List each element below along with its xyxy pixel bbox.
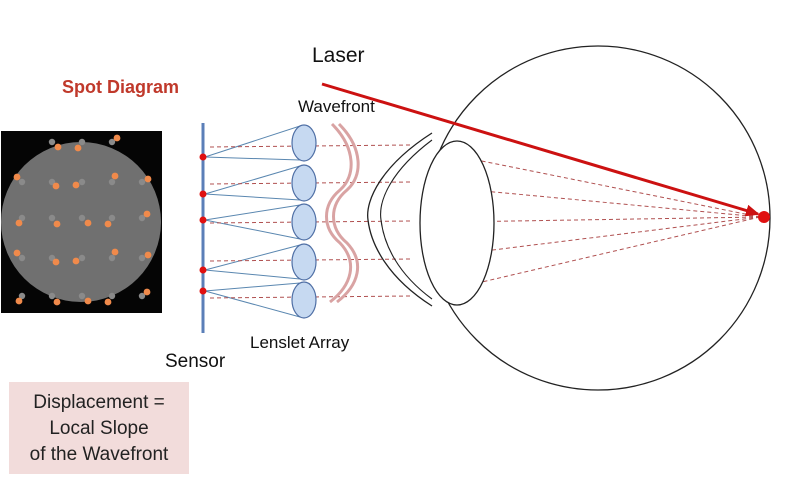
laser-label: Laser: [312, 44, 365, 67]
reference-spot: [138, 178, 146, 186]
lenslet-rays: [204, 125, 301, 318]
displaced-spot: [53, 298, 61, 306]
reference-spot: [108, 178, 116, 186]
cornea: [367, 132, 433, 307]
dashed-ray: [452, 216, 761, 289]
displaced-spot: [104, 298, 112, 306]
lenslet-ray: [204, 156, 301, 161]
lenslet-array: [291, 124, 317, 319]
reference-spot: [78, 254, 86, 262]
retina-spot: [758, 211, 770, 223]
wavefront-label: Wavefront: [298, 97, 375, 116]
sensor-label: Sensor: [165, 351, 226, 372]
sensor-spot: [199, 216, 207, 224]
displaced-spot: [74, 144, 82, 152]
sensor-spot: [199, 266, 207, 274]
lenslet-ray: [204, 244, 301, 271]
spot-points: [13, 134, 152, 306]
displaced-spot: [52, 182, 60, 190]
reference-spot: [48, 214, 56, 222]
displaced-spot: [111, 172, 119, 180]
lenslet-ray: [204, 165, 301, 195]
sensor-spot: [199, 190, 207, 198]
reference-spot: [78, 292, 86, 300]
lenslet: [291, 164, 317, 202]
displaced-spot: [53, 220, 61, 228]
displaced-spot: [54, 143, 62, 151]
lenslet: [291, 203, 317, 241]
displaced-spot: [72, 181, 80, 189]
reference-spot: [18, 214, 26, 222]
displaced-spot: [144, 175, 152, 183]
displaced-spot: [84, 219, 92, 227]
displaced-spot: [143, 210, 151, 218]
reference-spot: [108, 254, 116, 262]
displaced-spot: [13, 249, 21, 257]
note-line-2: Local Slope: [49, 418, 149, 439]
lenslet-ray: [204, 193, 301, 201]
note-line-3: of the Wavefront: [29, 444, 169, 465]
reference-spot: [138, 214, 146, 222]
reference-spot: [138, 254, 146, 262]
spot-diagram-title: Spot Diagram: [62, 77, 180, 97]
displaced-spot: [13, 173, 21, 181]
displaced-spot: [15, 297, 23, 305]
lenslet-ray: [204, 282, 301, 292]
dashed-ray: [452, 216, 761, 255]
lenslet-ray: [204, 125, 301, 158]
reference-spot: [18, 254, 26, 262]
lenslet: [291, 281, 317, 319]
reference-spot: [48, 292, 56, 300]
cornea-inner: [380, 139, 433, 300]
reference-spot: [108, 214, 116, 222]
reference-spot: [108, 138, 116, 146]
lenslet: [291, 124, 317, 162]
displaced-spot: [111, 248, 119, 256]
note-line-1: Displacement =: [33, 392, 165, 413]
reference-spot: [18, 178, 26, 186]
dashed-ray: [452, 188, 761, 218]
displaced-spot: [143, 288, 151, 296]
displaced-spot: [72, 257, 80, 265]
reference-spot: [48, 138, 56, 146]
reference-spot: [18, 292, 26, 300]
reference-spot: [78, 178, 86, 186]
lenslet-ray: [204, 269, 301, 280]
lenslet-ray: [204, 204, 301, 221]
crystalline-lens: [419, 140, 495, 306]
pupil-disc: [1, 142, 161, 302]
sensor-focal-spots: [199, 153, 207, 295]
reference-spot: [108, 292, 116, 300]
displaced-spot: [15, 219, 23, 227]
sensor-spot: [199, 287, 207, 295]
lenslet-array-label: Lenslet Array: [250, 333, 350, 352]
laser-beam: [321, 82, 760, 217]
reference-spot: [138, 292, 146, 300]
reference-spot: [78, 214, 86, 222]
displaced-spot: [104, 220, 112, 228]
wavefront-curve: [325, 122, 360, 304]
reference-spot: [78, 138, 86, 146]
dashed-ray: [452, 216, 761, 222]
dashed-ray: [452, 155, 761, 218]
sensor-spot: [199, 153, 207, 161]
displaced-spot: [144, 251, 152, 259]
lenslet: [291, 243, 317, 281]
spot-diagram: [1, 131, 162, 313]
eye: [367, 45, 771, 391]
lenslet-ray: [204, 290, 301, 318]
displaced-spot: [52, 258, 60, 266]
displacement-note: Displacement = Local Slope of the Wavefr…: [9, 382, 189, 474]
displaced-spot: [84, 297, 92, 305]
displaced-spot: [113, 134, 121, 142]
